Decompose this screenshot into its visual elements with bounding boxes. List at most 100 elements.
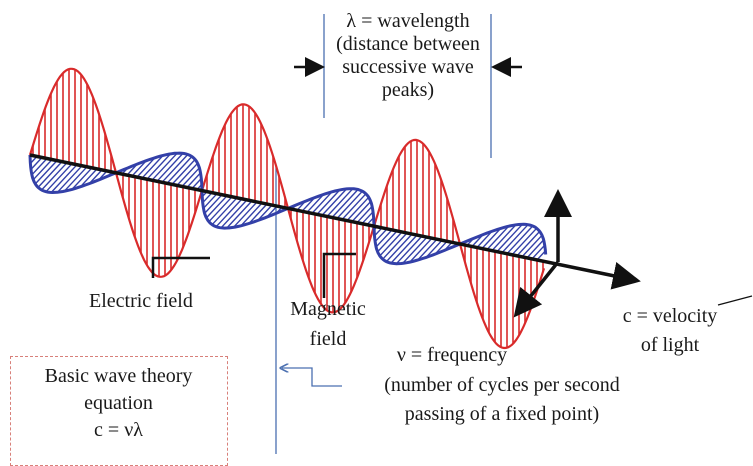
velocity-label: c = velocity of light [600,305,740,357]
wavelength-label-line: successive wave [342,56,474,78]
equation-title: Basic wave theory [44,365,193,387]
wavelength-label-line: λ = wavelength [346,10,470,32]
magnetic-hatch-line [390,234,418,264]
magnetic-hatch-line [205,195,228,219]
magnetic-hatch-line [166,156,193,184]
magnetic-hatch-line [336,190,363,219]
magnetic-hatch-line [208,196,233,223]
magnetic-hatch-line [402,236,428,264]
magnetic-hatch-line [356,205,373,224]
equation-box: Basic wave theory equation c = νλ [10,356,228,466]
frequency-label: ν = frequency (number of cycles per seco… [337,344,667,426]
equation-text: Basic wave theory equation c = νλ [11,365,226,442]
velocity-label-line: c = velocity [622,305,718,327]
wavelength-label-line: (distance between [336,33,480,55]
equation-formula: c = νλ [94,419,143,441]
magnetic-field-label: Magnetic field [272,298,384,351]
magnetic-hatch-line [240,202,263,227]
magnetic-hatch-line [50,164,78,193]
magnetic-hatch-line [379,231,403,257]
magnetic-hatch-line [377,230,398,253]
magnetic-hatch-line [316,189,341,215]
magnetic-hatch-line [56,165,83,193]
magnetic-hatch-line [45,163,73,193]
magnetic-hatch-line [395,235,423,265]
magnetic-hatch-line [186,172,202,188]
magnetic-hatch-line [181,167,200,187]
magnetic-hatch-line [79,168,98,188]
magnetic-hatch-line [409,237,433,263]
magnetic-hatch-line [425,239,443,258]
magnetic-hatch-line [226,200,253,229]
magnetic-field-label-line: field [309,328,347,350]
propagation-axis [29,153,641,290]
frequency-label-line: (number of cycles per second [384,374,620,396]
magnetic-hatch-line [341,193,367,221]
magnetic-hatch-line [382,232,408,260]
depth-axis-arrow [513,260,560,318]
magnetic-hatch-line [385,233,413,263]
magnetic-hatch-line [63,166,88,192]
magnetic-field-leader [322,252,356,298]
magnetic-hatch-line [375,229,393,248]
magnetic-hatch-line [151,152,178,181]
frequency-label-line: ν = frequency [396,344,508,366]
magnetic-hatch-line [481,227,502,249]
magnetic-hatch-line [486,225,510,251]
magnetic-hatch-line [511,227,538,256]
magnetic-hatch-line [202,192,213,204]
magnetic-hatch-line [501,224,529,254]
magnetic-hatch-line [37,161,63,188]
magnetic-hatch-line [31,158,48,176]
magnetic-hatch-line [491,224,517,252]
magnetic-hatch-line [374,228,388,243]
magnetic-hatch-line [506,225,534,255]
magnetic-hatch-line [141,154,164,179]
magnetic-hatch-line [351,201,372,223]
magnetic-hatch-line [257,204,273,221]
magnetic-hatch-line [171,159,196,185]
magnetic-hatch-line [34,160,58,185]
magnetic-hatch-line [176,162,199,186]
magnetic-hatch-line [321,188,348,216]
magnetic-hatch-line [220,199,248,229]
equation-subtitle: equation [84,392,153,414]
magnetic-hatch-line [41,162,68,191]
magnetic-hatch-line [211,197,238,226]
magnetic-hatch-line [71,167,93,190]
frequency-pointer [282,368,342,387]
electric-field-hatching [32,69,544,348]
magnetic-hatch-line [417,238,438,261]
magnetic-hatch-line [191,178,202,189]
magnetic-hatch-line [202,193,218,209]
magnetic-hatch-line [526,239,545,259]
magnetic-hatch-line [136,157,156,178]
velocity-arrow [717,295,753,306]
magnetic-hatch-line [346,196,370,222]
magnetic-hatch-line [30,157,43,170]
wavelength-label-line: peaks) [381,79,435,101]
em-wave-diagram: λ = wavelength (distance between success… [10,10,753,466]
frequency-label-line: passing of a fixed point) [404,403,600,425]
magnetic-hatch-line [161,154,189,183]
magnetic-field-label-line: Magnetic [290,298,366,320]
magnetic-hatch-line [215,198,243,228]
magnetic-hatch-line [311,191,333,214]
electric-field-label: Electric field [89,290,193,312]
magnetic-hatch-line [146,153,172,180]
magnetic-hatch-line [232,201,258,228]
magnetic-hatch-line [156,152,184,182]
magnetic-hatch-line [204,194,223,214]
wavelength-label: λ = wavelength (distance between success… [318,10,498,102]
magnetic-hatch-line [536,250,546,261]
magnetic-hatch-line [531,244,546,260]
magnetic-hatch-line [476,230,493,248]
magnetic-hatch-line [331,189,359,218]
electric-field-leader [151,256,210,278]
magnetic-hatch-line [516,230,541,257]
magnetic-hatch-line [521,234,543,258]
magnetic-hatch-line [496,223,523,253]
magnetic-hatch-line [131,160,147,177]
magnetic-hatch-line [361,211,374,225]
magnetic-hatch-line [306,193,325,213]
